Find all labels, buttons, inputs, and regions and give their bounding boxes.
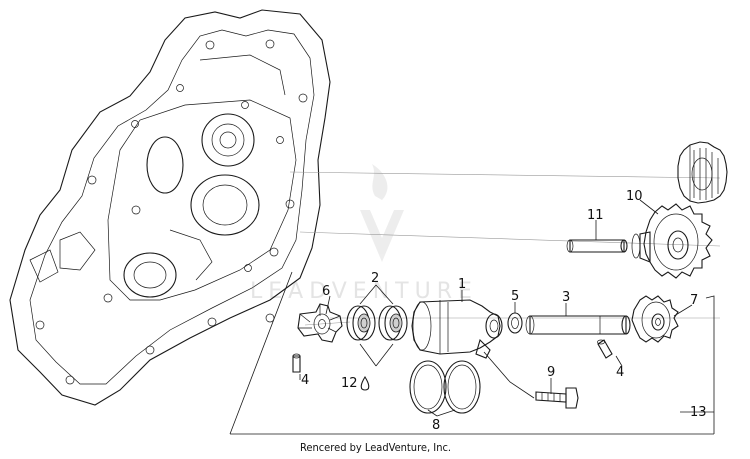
callout-1: 1 (458, 277, 466, 292)
drive-gear (631, 203, 713, 279)
callout-4-left: 4 (301, 373, 309, 388)
watermark-text: LEADVENTURE (250, 279, 478, 304)
pump-shaft (525, 315, 631, 335)
callout-3: 3 (562, 290, 570, 305)
washer-5 (507, 312, 523, 334)
small-gear (631, 295, 679, 343)
callout-6: 6 (322, 284, 330, 299)
upper-gear (677, 141, 728, 204)
bolt-9 (535, 387, 579, 409)
callout-12: 12 (341, 376, 358, 391)
callout-2: 2 (371, 271, 379, 286)
callout-5: 5 (511, 289, 519, 304)
o-ring-left (409, 360, 447, 414)
bearing-left (346, 305, 376, 341)
leader-lines (299, 199, 693, 417)
bearing-right (378, 305, 408, 341)
callout-11: 11 (587, 208, 604, 223)
credit-line: Rencered by LeadVenture, Inc. (300, 441, 451, 454)
callout-8: 8 (432, 418, 440, 433)
callout-4-right: 4 (616, 365, 624, 380)
pump-housing (411, 299, 503, 359)
dowel-pin-right (597, 339, 613, 359)
callout-10: 10 (626, 189, 643, 204)
pin-11 (566, 239, 628, 253)
impeller (297, 303, 343, 343)
callout-9: 9 (547, 365, 555, 380)
crankcase-half (9, 9, 331, 406)
watermark-logo (360, 164, 404, 262)
kit-bracket (229, 271, 715, 435)
dowel-pin-left (292, 353, 301, 373)
o-ring-right (443, 360, 481, 414)
callout-7: 7 (690, 293, 698, 308)
callout-13: 13 (690, 405, 707, 420)
sealant-drop (360, 375, 370, 391)
